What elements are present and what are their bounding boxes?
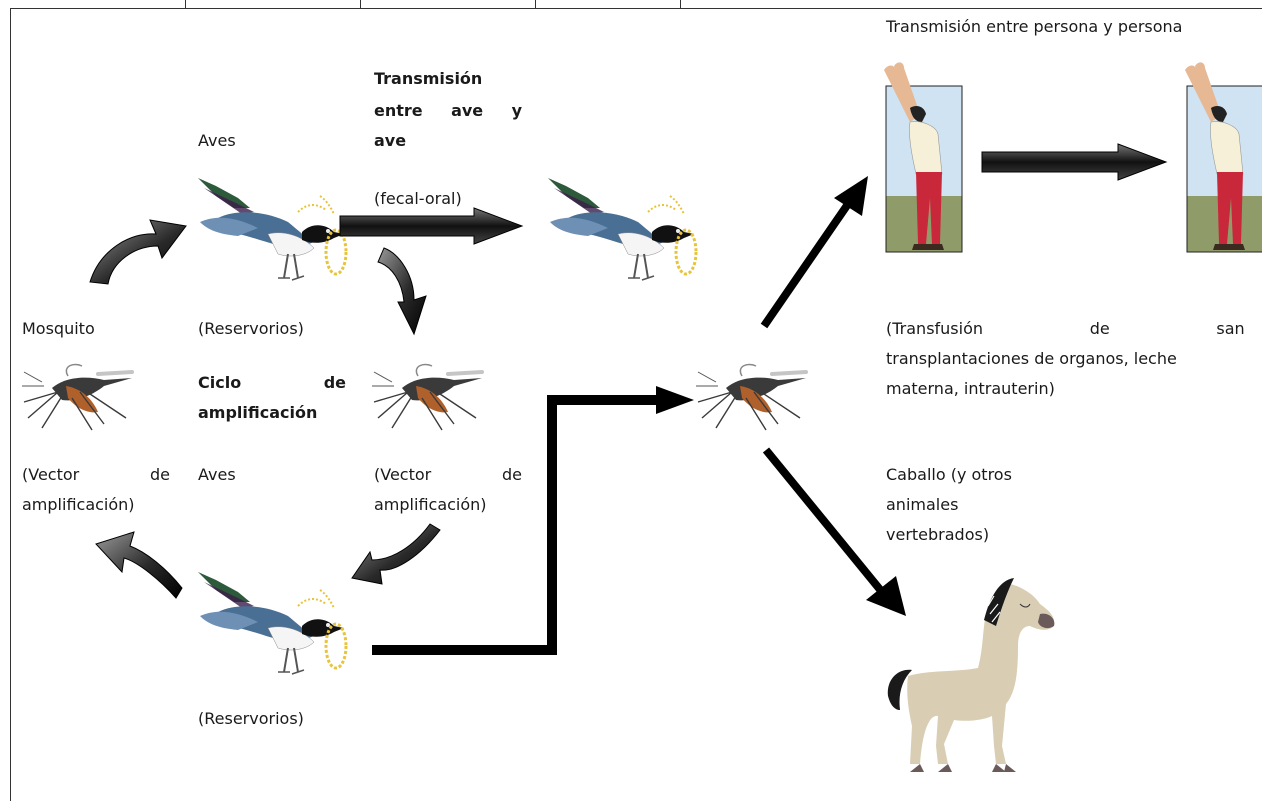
- transfusion-block: (Transfusión de sangre, transplantacione…: [882, 314, 1244, 410]
- word: entre: [374, 101, 423, 120]
- vector-right-line1: (Vector de: [374, 460, 522, 490]
- magpie-bird-icon: [198, 178, 346, 280]
- transfusion-line1: (Transfusión de sangre,: [886, 314, 1244, 344]
- horse-icon: [888, 578, 1055, 772]
- fecal-oral-label: (fecal-oral): [374, 184, 462, 214]
- aves-top-label: Aves: [198, 126, 236, 156]
- word: Ciclo: [198, 373, 241, 392]
- curved-arrow: [352, 524, 440, 584]
- person-to-person-arrow: [982, 144, 1166, 180]
- mosquito-to-horse-arrow: [766, 450, 882, 592]
- transfusion-line2: transplantaciones de organos, leche: [886, 344, 1177, 374]
- word: de: [1090, 319, 1110, 338]
- word: (Transfusión: [886, 319, 983, 338]
- word: sangre,: [1216, 319, 1244, 338]
- person-stretching-icon: [884, 62, 962, 252]
- person-transmission-clip: Transmisión entre persona y persona: [882, 10, 1244, 44]
- word: ave: [451, 101, 483, 120]
- word: de: [324, 373, 346, 392]
- curved-arrow: [90, 220, 186, 284]
- magpie-bird-icon: [198, 572, 346, 674]
- word: (Vector: [22, 465, 79, 484]
- reservorios-top-label: (Reservorios): [198, 314, 304, 344]
- caballo-line2: animales: [886, 490, 958, 520]
- transfusion-line3: materna, intrauterin): [886, 374, 1055, 404]
- vector-left-line1: (Vector de: [22, 460, 170, 490]
- word: de: [502, 465, 522, 484]
- magpie-bird-icon: [548, 178, 696, 280]
- reservorios-bottom-label: (Reservorios): [198, 704, 304, 734]
- aves-center-label: Aves: [198, 460, 236, 490]
- curved-arrow: [378, 248, 426, 334]
- word: y: [512, 101, 522, 120]
- curved-arrow: [96, 532, 182, 598]
- mosquito-label: Mosquito: [22, 314, 95, 344]
- bird-transmission-line3: ave: [374, 126, 406, 156]
- bird-to-mosquito-arrow: [372, 400, 660, 650]
- bird-transmission-line2: entre ave y: [374, 96, 522, 126]
- word: (Vector: [374, 465, 431, 484]
- word: de: [150, 465, 170, 484]
- caballo-line1: Caballo (y otros: [886, 460, 1012, 490]
- mosquito-icon: [22, 364, 132, 430]
- vector-right-line2: amplificación): [374, 490, 487, 520]
- mosquito-icon: [696, 364, 806, 430]
- caballo-line3: vertebrados): [886, 520, 989, 550]
- bird-transmission-line1: Transmisión: [374, 64, 482, 94]
- person-transmission-label: Transmisión entre persona y persona: [886, 12, 1182, 42]
- mosquito-icon: [372, 364, 482, 430]
- mosquito-to-person-arrow: [764, 204, 848, 326]
- vector-left-line2: amplificación): [22, 490, 135, 520]
- ciclo-line2: amplificación: [198, 398, 317, 428]
- person-stretching-icon: [1185, 62, 1262, 252]
- ciclo-line1: Ciclo de: [198, 368, 346, 398]
